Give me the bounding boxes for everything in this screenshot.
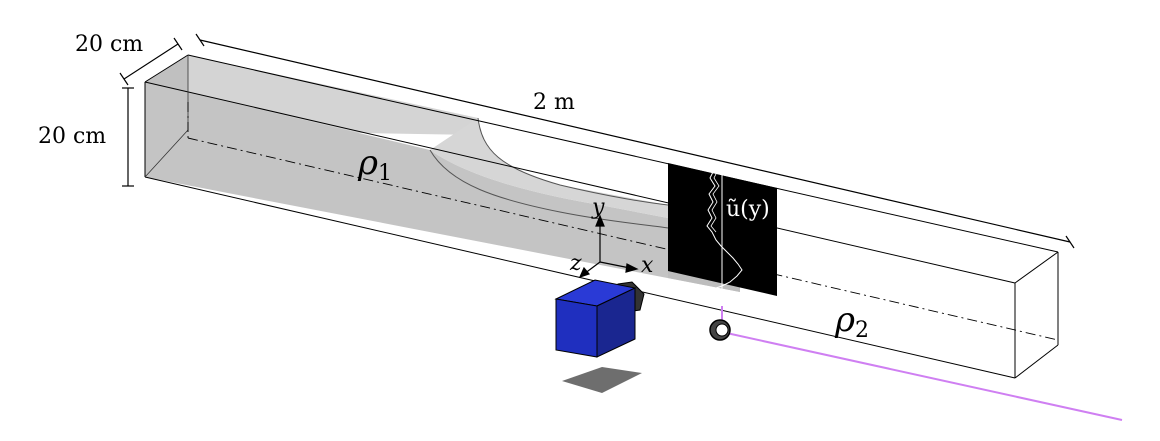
heavy-fluid-front [145, 82, 740, 292]
dimension-height [122, 87, 134, 187]
velocity-profile-line-2 [710, 169, 720, 233]
axis-z-label: z [569, 251, 582, 276]
camera-shadow [562, 367, 642, 393]
rho1-label: ρ1 [357, 143, 392, 186]
channel-box [144, 54, 1059, 379]
current-top-surface [430, 118, 668, 218]
rho2-label: ρ2 [834, 300, 869, 343]
centerline [187, 102, 1059, 341]
z-axis-arrow [578, 266, 591, 278]
dimension-width [119, 37, 183, 86]
coordinate-axes [578, 214, 639, 278]
height-dimension-label: 20 cm [38, 124, 106, 149]
lens-icon [709, 319, 731, 341]
camera-front [555, 298, 598, 358]
axis-y-label: y [591, 195, 605, 220]
current-interface [429, 117, 669, 229]
camera-icon [554, 279, 645, 393]
velocity-profile-line [706, 169, 743, 289]
profile-label: ũ(y) [726, 197, 770, 222]
laser-beam [721, 331, 1123, 421]
y-axis-arrow [595, 214, 605, 227]
width-dimension-label: 20 cm [75, 32, 143, 57]
axis-x-label: x [641, 253, 654, 278]
length-dimension-label: 2 m [533, 90, 575, 115]
x-axis-arrow [625, 263, 639, 273]
dimension-length [195, 33, 1075, 249]
